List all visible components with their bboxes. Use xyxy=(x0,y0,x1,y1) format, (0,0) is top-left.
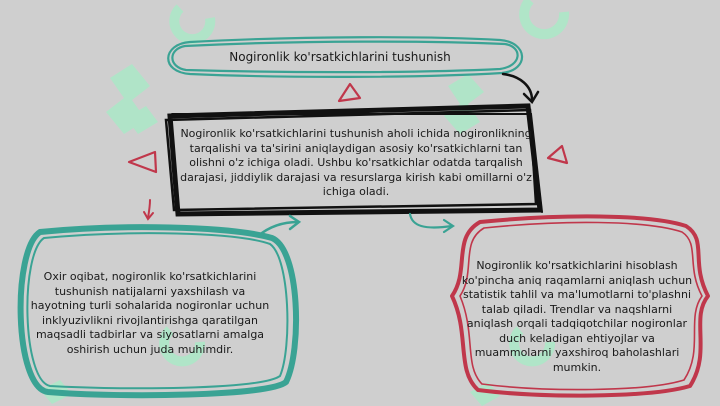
arrow-title-to-center xyxy=(501,72,540,105)
left-box-shape xyxy=(17,224,300,399)
right-box-shape xyxy=(450,214,710,398)
right-box-text: Nogironlik ko'rsatkichlarini hisoblash k… xyxy=(461,259,693,374)
center-box-text: Nogironlik ko'rsatkichlarini tushunish a… xyxy=(180,127,532,198)
arrow-left-to-center xyxy=(256,214,302,238)
title-box-shape xyxy=(167,36,524,78)
left-box-text: Oxir oqibat, nogironlik ko'rsatkichlarin… xyxy=(30,270,270,356)
center-box-shape xyxy=(164,103,543,217)
arrow-center-to-right xyxy=(408,212,455,234)
title-box-text: Nogironlik ko'rsatkichlarini tushunish xyxy=(229,50,451,64)
arrow-center-to-left xyxy=(143,199,154,221)
triangle-mark xyxy=(127,82,569,174)
